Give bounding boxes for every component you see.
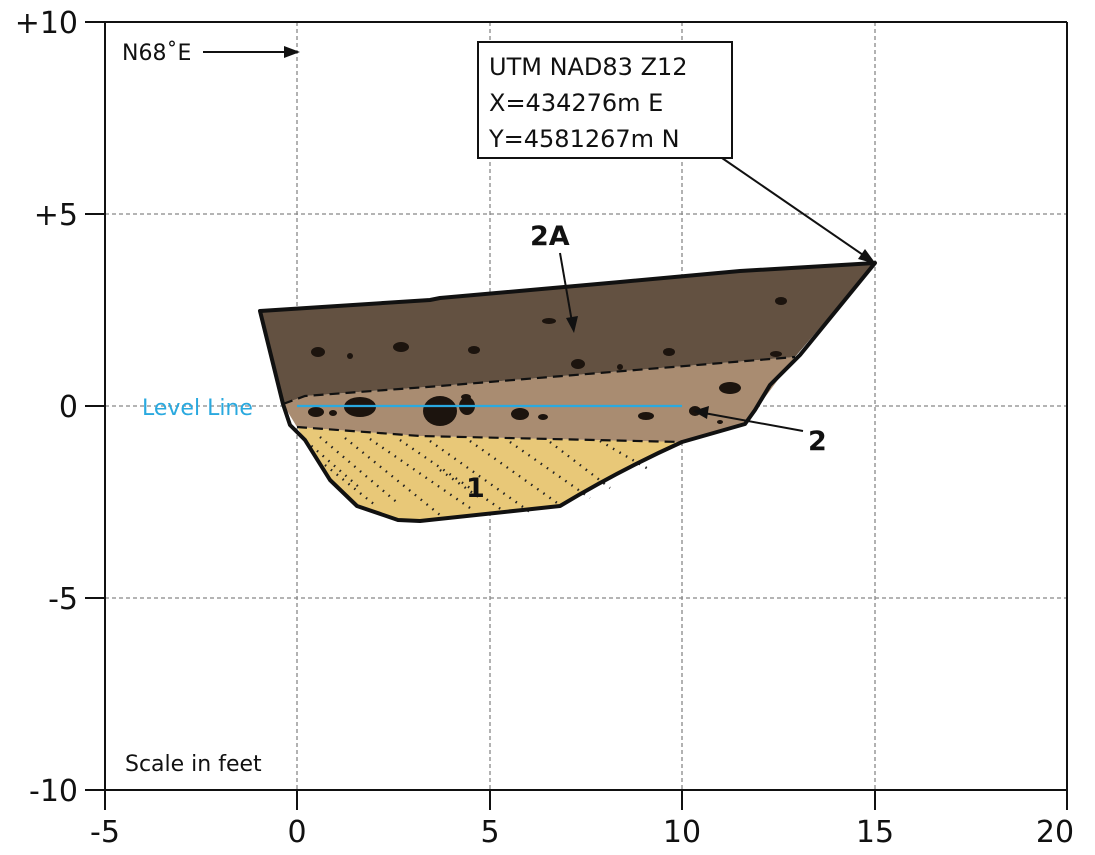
compass-label: N68˚E <box>122 41 191 66</box>
location-line-1: UTM NAD83 Z12 <box>489 53 688 81</box>
y-tick-label: +5 <box>34 198 78 233</box>
unit-2A-fill <box>260 263 875 404</box>
x-tick-label: 5 <box>480 815 499 850</box>
level-line-label: Level Line <box>142 396 253 421</box>
unit-1-layer <box>297 427 682 521</box>
clasts <box>308 297 787 426</box>
x-tick-label: 10 <box>663 815 701 850</box>
y-tick-label: -10 <box>29 774 78 809</box>
contact-2A-2 <box>282 355 796 406</box>
x-tick-label: 20 <box>1036 815 1074 850</box>
unit-1-stipple <box>299 435 651 516</box>
compass-arrow-icon <box>203 46 300 58</box>
unit-label-2A: 2A <box>530 221 570 252</box>
unit-label-1: 1 <box>466 473 485 504</box>
unit-1-fill <box>297 427 682 521</box>
x-tick-label: 0 <box>287 815 306 850</box>
y-tick-label: 0 <box>59 390 78 425</box>
unit-2A-pointer-arrow-icon <box>559 252 578 333</box>
x-tick-label: -5 <box>90 815 120 850</box>
unit-label-2: 2 <box>808 426 827 457</box>
unit-2-pointer-arrow-icon <box>693 406 804 432</box>
axes <box>104 21 1068 791</box>
x-tick-label: 15 <box>856 815 894 850</box>
y-tick-labels: +10 +5 0 -5 -10 <box>15 6 78 809</box>
location-box-frame <box>477 41 733 159</box>
scale-label: Scale in feet <box>125 752 262 777</box>
location-box: UTM NAD83 Z12 X=434276m E Y=4581267m N <box>477 41 733 159</box>
y-tick-label: +10 <box>15 6 78 41</box>
x-tick-labels: -5 0 5 10 15 20 <box>90 815 1074 850</box>
unit-2-fill <box>283 357 795 442</box>
location-line-3: Y=4581267m N <box>488 125 680 153</box>
tick-marks <box>85 21 1068 810</box>
location-line-2: X=434276m E <box>489 89 663 117</box>
y-tick-label: -5 <box>48 582 78 617</box>
location-pointer-arrow-icon <box>721 157 876 264</box>
profile-outline <box>258 261 877 523</box>
